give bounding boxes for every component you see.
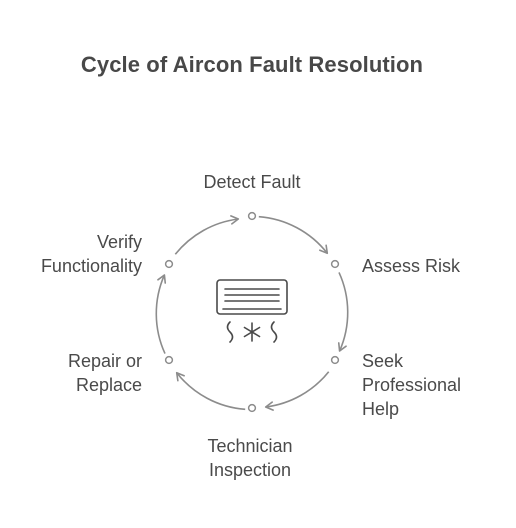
step-label-seek-help: Seek Professional Help (362, 349, 461, 421)
step-label-verify-functionality: Verify Functionality (41, 230, 142, 278)
cycle-arrow (337, 272, 349, 352)
node-repair-replace (164, 355, 174, 365)
node-assess-risk (330, 259, 340, 269)
cycle-arrow (258, 215, 329, 255)
node-detect-fault (247, 211, 257, 221)
step-label-line: Repair or (67, 351, 142, 371)
node-seek-help (330, 355, 340, 365)
cycle-arrow (264, 371, 330, 411)
node-technician-inspection (247, 403, 257, 413)
step-label-detect-fault: Detect Fault (190, 170, 314, 194)
cycle-arrow (155, 274, 167, 354)
step-label-line: Detect Fault (203, 172, 301, 192)
step-label-line: Technician (207, 436, 293, 456)
step-label-line: Seek (362, 351, 404, 371)
step-label-line: Assess Risk (362, 256, 461, 276)
cycle-arrow (174, 215, 240, 255)
step-label-line: Professional (362, 375, 462, 395)
step-label-assess-risk: Assess Risk (362, 254, 460, 278)
step-label-repair-replace: Repair or Replace (68, 349, 142, 397)
step-label-line: Functionality (40, 256, 142, 276)
air-conditioner-icon (216, 279, 288, 343)
step-label-technician-inspection: Technician Inspection (186, 434, 314, 482)
step-label-line: Verify (96, 232, 142, 252)
step-label-line: Help (362, 399, 400, 419)
step-label-line: Replace (75, 375, 142, 395)
node-verify-functionality (164, 259, 174, 269)
cycle-arrow (175, 371, 246, 411)
diagram-title: Cycle of Aircon Fault Resolution (80, 52, 424, 77)
step-label-line: Inspection (208, 460, 292, 480)
